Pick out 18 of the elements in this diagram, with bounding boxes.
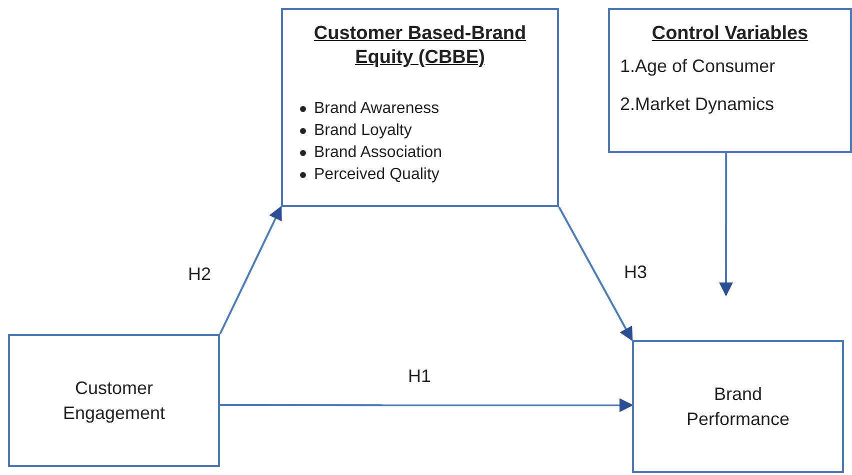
concept-box: [632, 340, 844, 473]
box-heading: Control Variables: [652, 22, 808, 46]
arrow: [219, 206, 282, 334]
arrow: [558, 206, 633, 342]
concept-box: [8, 334, 220, 467]
concept-box: [608, 8, 852, 153]
node-label: Customer Engagement: [62, 377, 166, 425]
arrow: [719, 153, 733, 296]
bullet-item: Brand Awareness: [314, 98, 440, 118]
bullet-item: Perceived Quality: [314, 164, 440, 184]
bullet-item: Brand Loyalty: [314, 120, 412, 140]
node-label: Brand Performance: [685, 383, 791, 430]
concept-box: [281, 8, 559, 207]
list-item: 1.Age of Consumer: [620, 56, 776, 78]
box-heading: Customer Based-Brand Equity (CBBE): [312, 22, 528, 70]
bullet-item: Brand Association: [314, 142, 442, 162]
arrow: [220, 398, 634, 412]
list-item: 2.Market Dynamics: [620, 94, 774, 116]
